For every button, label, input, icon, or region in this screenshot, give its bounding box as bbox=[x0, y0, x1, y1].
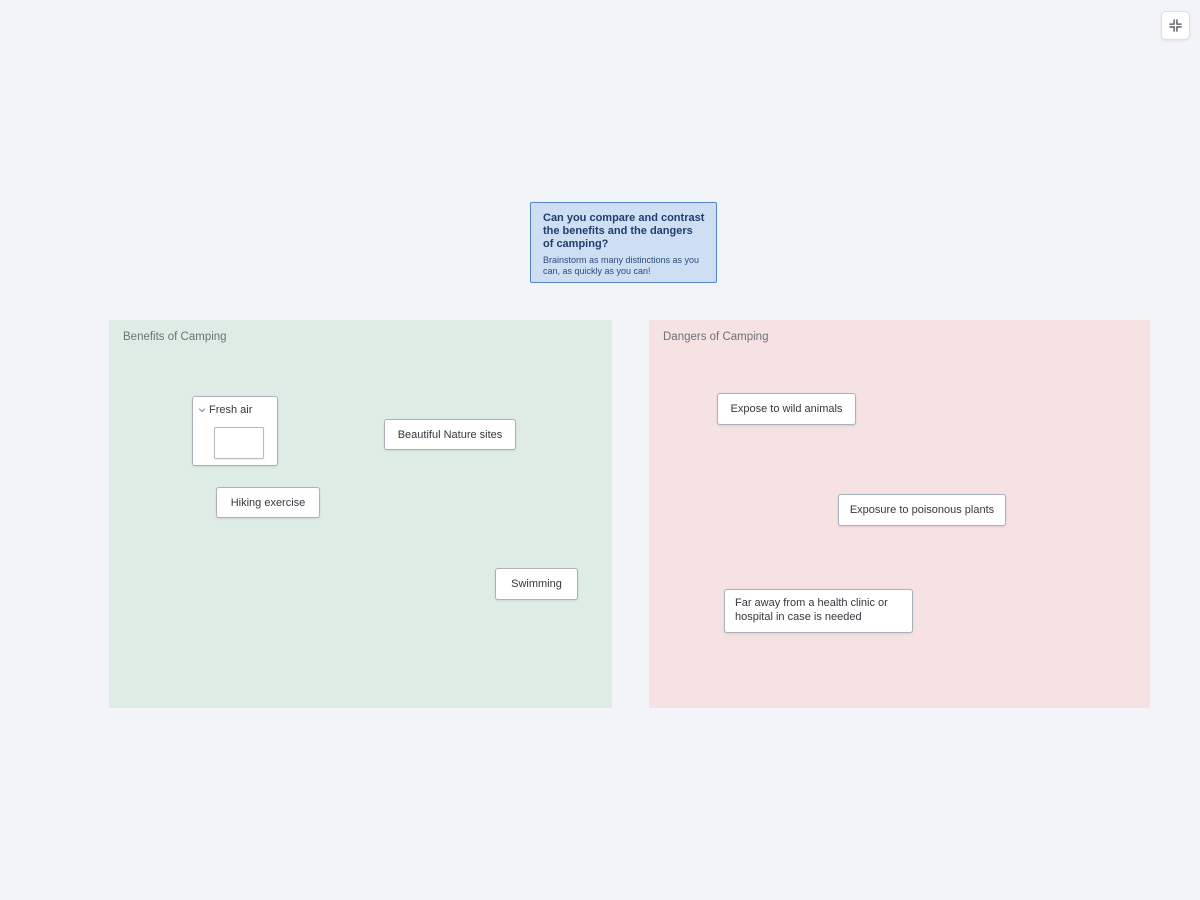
card-exposure-to-poisonous-plants[interactable]: Exposure to poisonous plants bbox=[838, 494, 1006, 526]
zone-benefits-label: Benefits of Camping bbox=[123, 331, 227, 343]
card-text: Hiking exercise bbox=[230, 496, 306, 509]
fit-to-screen-icon bbox=[1168, 18, 1183, 33]
zone-benefits[interactable]: Benefits of Camping bbox=[109, 320, 612, 708]
prompt-card[interactable]: Can you compare and contrast the benefit… bbox=[530, 202, 717, 283]
card-hiking-exercise[interactable]: Hiking exercise bbox=[216, 487, 320, 518]
card-text: Expose to wild animals bbox=[730, 403, 843, 415]
card-text: Beautiful Nature sites bbox=[397, 428, 503, 441]
card-text: Fresh air bbox=[209, 404, 253, 416]
card-text: Far away from a health clinic or hospita… bbox=[735, 597, 888, 623]
prompt-subtitle: Brainstorm as many distinctions as you c… bbox=[543, 254, 700, 277]
chevron-down-icon[interactable] bbox=[198, 406, 206, 414]
fit-to-screen-button[interactable] bbox=[1161, 11, 1190, 40]
card-expose-to-wild-animals[interactable]: Expose to wild animals bbox=[717, 393, 856, 425]
card-fresh-air[interactable]: Fresh air bbox=[192, 396, 278, 466]
card-far-from-health-clinic[interactable]: Far away from a health clinic or hospita… bbox=[724, 589, 913, 633]
zone-dangers-label: Dangers of Camping bbox=[663, 331, 769, 343]
card-swimming[interactable]: Swimming bbox=[495, 568, 578, 600]
prompt-title: Can you compare and contrast the benefit… bbox=[543, 212, 705, 250]
empty-child-card[interactable] bbox=[214, 427, 264, 459]
card-beautiful-nature-sites[interactable]: Beautiful Nature sites bbox=[384, 419, 516, 450]
card-text: Exposure to poisonous plants bbox=[849, 504, 995, 516]
card-text: Swimming bbox=[511, 578, 562, 590]
